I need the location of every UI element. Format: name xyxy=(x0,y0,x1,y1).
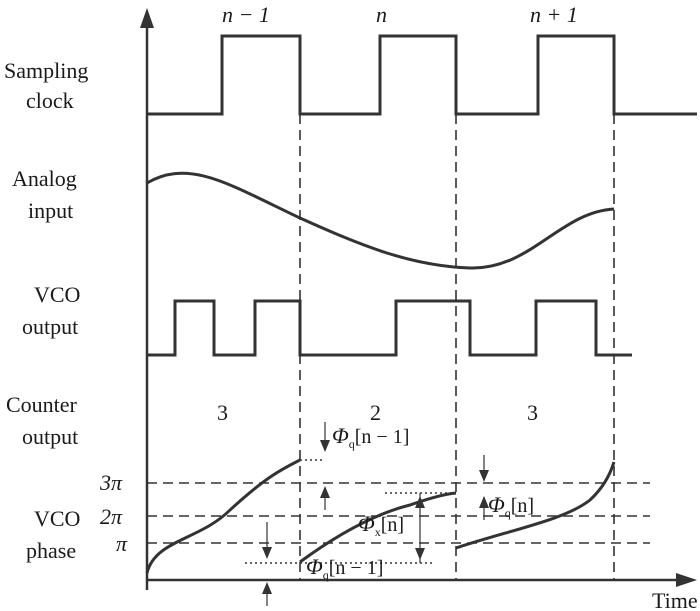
arrow-up-icon xyxy=(262,582,272,594)
svg-text:Sampling: Sampling xyxy=(4,58,88,83)
period-label-n: n xyxy=(376,2,387,27)
svg-text:input: input xyxy=(28,198,73,223)
time-axis-label: Time xyxy=(652,588,698,611)
vco-phase-segment-1 xyxy=(145,458,301,574)
svg-text:Counter: Counter xyxy=(6,392,78,417)
arrow-down-icon xyxy=(320,440,330,452)
label-phi-q-n: Φq[n] xyxy=(488,492,534,520)
row-label-counter-output: Counter output xyxy=(6,392,78,449)
vco-phase-segment-2 xyxy=(299,491,457,564)
svg-text:VCO: VCO xyxy=(34,506,80,531)
vco-output-wave xyxy=(147,299,632,357)
row-label-vco-phase: VCO phase xyxy=(26,506,80,563)
counter-value-n-plus-1: 3 xyxy=(527,400,538,425)
label-phi-x-n: Φx[n] xyxy=(358,511,404,539)
arrow-up-icon xyxy=(479,496,489,508)
vertical-axis-arrow-icon xyxy=(140,8,154,28)
label-phi-q-n-minus-1-top: Φq[n − 1] xyxy=(332,423,409,451)
period-label-n-minus-1: n − 1 xyxy=(222,2,270,27)
phase-tick-pi: π xyxy=(116,531,128,556)
svg-text:clock: clock xyxy=(26,88,74,113)
arrow-down-icon xyxy=(415,548,425,560)
svg-text:output: output xyxy=(22,424,78,449)
arrow-up-icon xyxy=(320,486,330,498)
label-phi-q-n-minus-1-bottom: Φq[n − 1] xyxy=(306,554,383,582)
phase-tick-2pi: 2π xyxy=(100,504,123,529)
row-label-vco-output: VCO output xyxy=(22,282,80,339)
svg-text:VCO: VCO xyxy=(34,282,80,307)
row-label-sampling-clock: Sampling clock xyxy=(4,58,88,113)
svg-text:phase: phase xyxy=(26,538,76,563)
period-label-n-plus-1: n + 1 xyxy=(530,2,578,27)
arrow-down-icon xyxy=(262,547,272,559)
sampling-clock-wave xyxy=(147,34,697,116)
svg-text:Analog: Analog xyxy=(12,166,77,191)
row-label-analog-input: Analog input xyxy=(12,166,77,223)
vco-phase-segment-3 xyxy=(455,461,616,550)
time-axis-arrow-icon xyxy=(676,573,697,587)
arrow-up-icon xyxy=(415,496,425,508)
analog-input-curve xyxy=(146,171,615,270)
counter-value-n-minus-1: 3 xyxy=(217,400,228,425)
phase-tick-3pi: 3π xyxy=(99,470,123,495)
counter-value-n: 2 xyxy=(370,400,381,425)
svg-text:output: output xyxy=(22,314,78,339)
arrow-down-icon xyxy=(479,470,489,482)
